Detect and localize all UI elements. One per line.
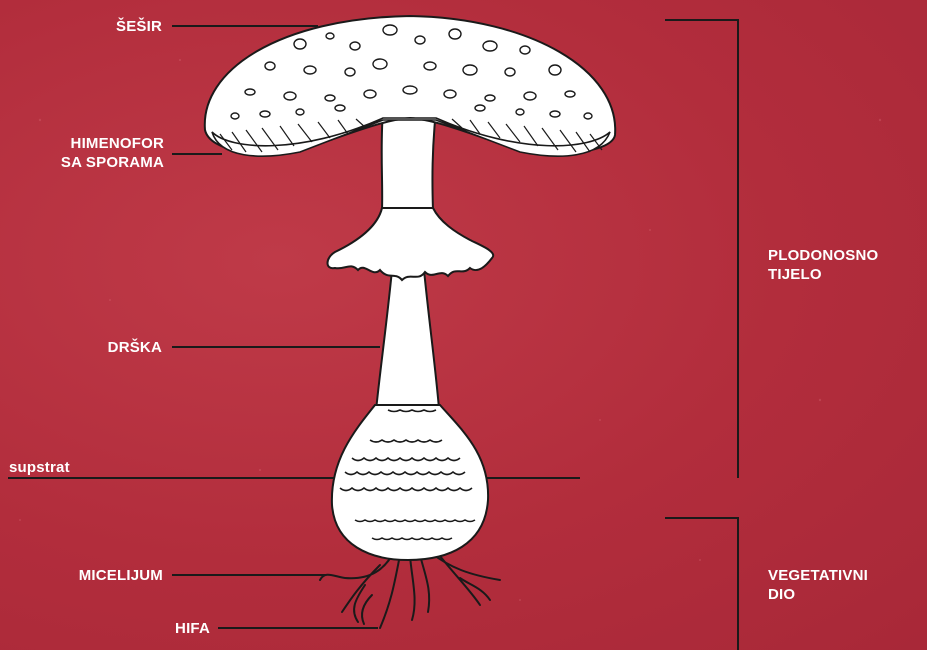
bracket-lines	[665, 20, 738, 650]
ring	[328, 208, 494, 280]
mycelium-roots	[320, 550, 500, 628]
stem-lower	[375, 270, 440, 420]
label-sesir: ŠEŠIR	[40, 17, 162, 36]
label-drska: DRŠKA	[40, 338, 162, 357]
label-plodonosno-line1: PLODONOSNO	[768, 246, 878, 265]
label-vegetativni-line2: DIO	[768, 585, 868, 604]
label-himenofor-line2: SA SPORAMA	[10, 153, 164, 172]
label-micelijum: MICELIJUM	[20, 566, 163, 585]
bracket-vegetativni	[665, 518, 738, 650]
label-hifa: HIFA	[120, 619, 210, 638]
label-himenofor: HIMENOFOR SA SPORAMA	[10, 134, 164, 172]
label-vegetativni-line1: VEGETATIVNI	[768, 566, 868, 585]
bracket-plodonosno	[665, 20, 738, 478]
bulb	[332, 405, 488, 560]
label-vegetativni-dio: VEGETATIVNI DIO	[768, 566, 868, 604]
label-supstrat: supstrat	[9, 458, 70, 477]
label-plodonosno-tijelo: PLODONOSNO TIJELO	[768, 246, 878, 284]
label-himenofor-line1: HIMENOFOR	[10, 134, 164, 153]
stem	[382, 110, 436, 210]
label-plodonosno-line2: TIJELO	[768, 265, 878, 284]
